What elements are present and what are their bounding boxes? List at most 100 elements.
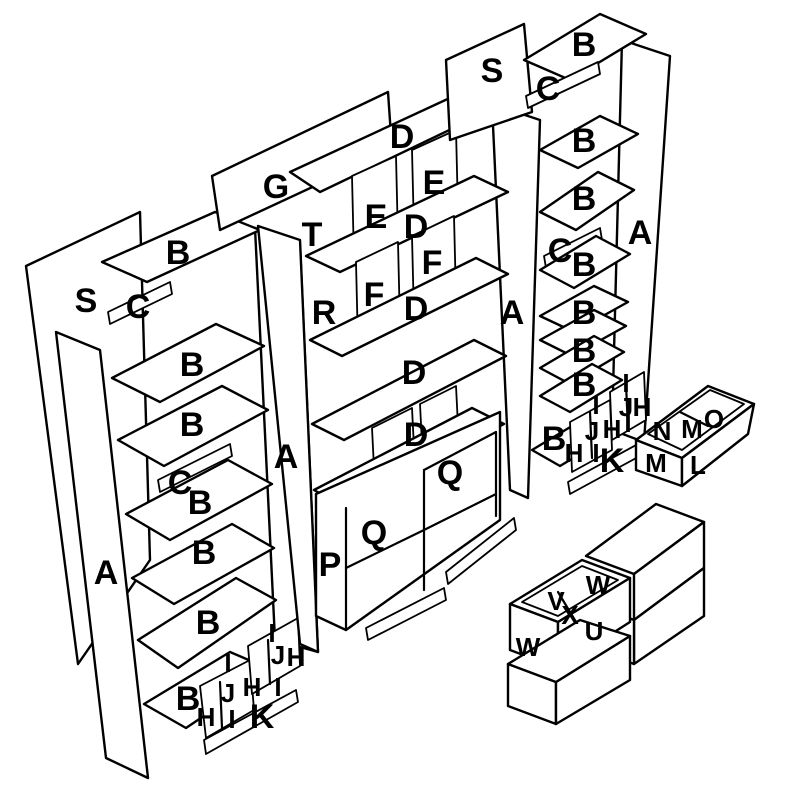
middle-shelf-3 xyxy=(310,338,508,442)
label-p: P xyxy=(319,546,342,584)
middle-shelf-1 xyxy=(304,174,510,274)
left-cabinet xyxy=(24,210,320,780)
label-k-left: K xyxy=(250,698,275,736)
label-b-left-bottom: B xyxy=(176,680,201,718)
label-h-left-3: H xyxy=(197,702,216,732)
middle-plinth-2 xyxy=(445,517,517,585)
left-drawer-base-k xyxy=(203,689,299,755)
right-shelf-5 xyxy=(538,308,628,358)
label-l: L xyxy=(690,450,706,480)
label-b-left-3: B xyxy=(188,484,213,522)
label-j-right-2: J xyxy=(619,392,633,422)
label-b-right-6: B xyxy=(572,366,597,404)
label-q-left: Q xyxy=(361,514,387,552)
middle-left-side xyxy=(256,224,320,654)
label-d-3: D xyxy=(402,354,427,392)
label-i-right-3: I xyxy=(592,438,599,468)
left-mid-rail xyxy=(157,443,233,493)
label-m-bottom: M xyxy=(645,448,667,478)
label-a-left-side: A xyxy=(274,438,299,476)
label-g: G xyxy=(263,168,289,206)
small-box-side xyxy=(680,402,756,488)
left-shelf-5 xyxy=(136,576,278,670)
label-v: V xyxy=(547,586,565,616)
label-s-right: S xyxy=(481,52,504,90)
label-w-left: W xyxy=(516,632,541,662)
label-a-middle: A xyxy=(500,294,525,332)
right-shelf-3 xyxy=(538,234,632,290)
label-r: R xyxy=(312,294,337,332)
left-drawer-front-2 xyxy=(247,617,301,695)
large-drawer-boxes xyxy=(506,502,706,726)
label-f-left: F xyxy=(364,276,385,314)
label-c-left-mid: C xyxy=(168,464,193,502)
label-b-left-2: B xyxy=(180,406,205,444)
right-shelf-2 xyxy=(538,170,636,232)
label-o: O xyxy=(704,404,724,434)
label-d-4: D xyxy=(404,416,429,454)
label-u: U xyxy=(585,616,604,646)
label-h-right-1: H xyxy=(603,414,622,444)
label-b-right-5: B xyxy=(572,332,597,370)
label-a-left-front: A xyxy=(94,554,119,592)
label-d-1: D xyxy=(404,208,429,246)
label-e-right: E xyxy=(423,164,446,202)
left-shelf-1 xyxy=(110,322,266,404)
label-k-right: K xyxy=(600,442,625,480)
right-top-rail xyxy=(525,61,601,109)
label-s-left: S xyxy=(75,282,98,320)
label-b-left-top: B xyxy=(166,234,191,272)
label-c-right-top: C xyxy=(536,70,561,108)
label-w-right: W xyxy=(586,570,611,600)
left-drawer-front-1 xyxy=(199,659,255,739)
label-b-right-1: B xyxy=(572,122,597,160)
label-q-right: Q xyxy=(437,454,463,492)
left-top-rail xyxy=(107,281,173,325)
label-h-right-2: H xyxy=(633,392,652,422)
part-labels: S C B B B C B B B B A A J H I J H I H I … xyxy=(75,26,724,736)
middle-plinth-1 xyxy=(365,587,447,641)
label-j-left-2: J xyxy=(271,640,285,670)
label-h-right-3: H xyxy=(565,438,584,468)
label-i-left-1: I xyxy=(224,648,231,678)
label-b-right-2: B xyxy=(572,180,597,218)
label-i-left-2: I xyxy=(268,618,275,648)
middle-shelf-2 xyxy=(308,256,510,358)
left-shelf-4 xyxy=(130,522,276,606)
label-b-left-4: B xyxy=(192,534,217,572)
label-j-right-1: J xyxy=(585,416,599,446)
label-h-left-2: H xyxy=(287,642,306,672)
label-c-left-top: C xyxy=(126,288,151,326)
label-b-left-1: B xyxy=(180,346,205,384)
middle-cabinet xyxy=(210,82,542,654)
label-b-right-bottom: B xyxy=(542,420,567,458)
label-j-left-1: J xyxy=(221,678,235,708)
right-shelf-6 xyxy=(538,334,626,386)
label-i-right-2: I xyxy=(622,368,629,398)
label-i-right-1: I xyxy=(592,390,599,420)
large-box-bottom-top xyxy=(506,618,632,684)
small-drawer-box xyxy=(634,384,756,488)
label-i-right-4: I xyxy=(624,408,631,438)
left-shelf-2 xyxy=(116,384,270,468)
label-m-top: M xyxy=(681,414,703,444)
label-x: X xyxy=(561,600,579,630)
label-b-right-3: B xyxy=(572,246,597,284)
label-t: T xyxy=(302,216,323,254)
right-shelf-7 xyxy=(538,362,624,414)
label-i-left-3: I xyxy=(228,704,235,734)
label-e-left: E xyxy=(365,198,388,236)
label-b-right-4: B xyxy=(572,294,597,332)
label-d-top: D xyxy=(390,118,415,156)
label-i-left-4: I xyxy=(274,672,281,702)
label-n: N xyxy=(653,416,672,446)
label-b-left-5: B xyxy=(196,604,221,642)
left-shelf-3 xyxy=(124,458,274,542)
right-top-shelf xyxy=(522,12,648,82)
label-f-right: F xyxy=(422,244,443,282)
left-front-side-panel xyxy=(54,330,150,780)
label-c-right-mid: C xyxy=(548,232,573,270)
label-h-left-1: H xyxy=(243,672,262,702)
right-back-panel xyxy=(444,22,534,142)
